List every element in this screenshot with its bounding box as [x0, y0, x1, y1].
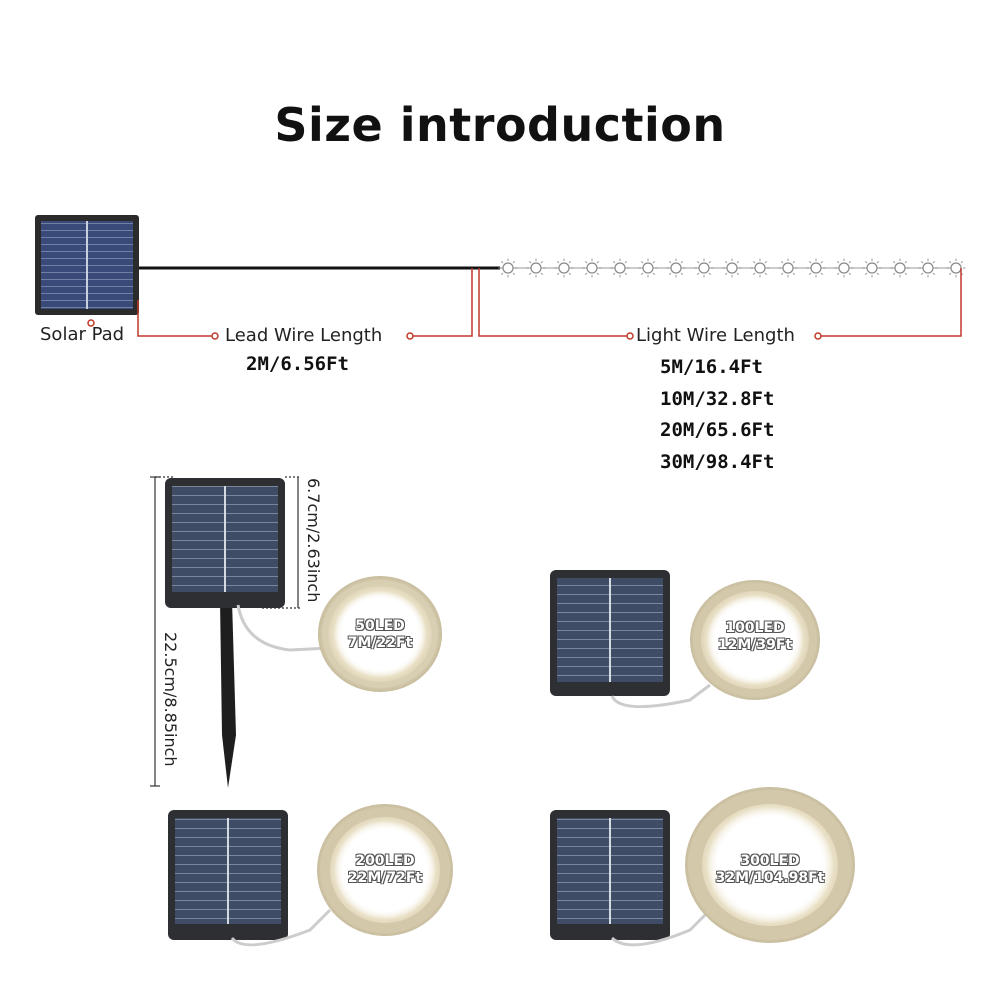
solar-pad-label: Solar Pad: [40, 324, 125, 345]
page-title: Size introduction: [274, 98, 726, 152]
bulb-icon: [526, 258, 546, 278]
product-label-1: 50LED 7M/22Ft: [330, 618, 430, 652]
measure-brackets: [87, 268, 962, 340]
dimension-lines: [150, 476, 300, 787]
light-length: 22M/72Ft: [347, 870, 423, 886]
light-length: 32M/104.98Ft: [715, 870, 825, 886]
light-wire-value: 5M/16.4Ft: [660, 356, 763, 378]
bulb-icon: [862, 258, 882, 278]
light-coil-2: [690, 580, 820, 700]
light-wire-value: 10M/32.8Ft: [660, 387, 775, 410]
wire-diagram: [35, 215, 966, 340]
light-wire-label: Light Wire Length: [636, 325, 795, 346]
bulb-string: [498, 258, 966, 278]
solar-pad-icon: [35, 215, 139, 315]
light-coil-3: [317, 804, 453, 936]
bulb-icon: [890, 258, 910, 278]
bulb-icon: [834, 258, 854, 278]
panel-height-dimension: 6.7cm/2.63inch: [304, 478, 323, 603]
bulb-icon: [694, 258, 714, 278]
bulb-icon: [498, 258, 518, 278]
bulb-icon: [638, 258, 658, 278]
light-length: 12M/39Ft: [717, 637, 793, 653]
led-count: 300LED: [740, 853, 800, 869]
light-length: 7M/22Ft: [347, 635, 413, 651]
bulb-icon: [666, 258, 686, 278]
light-coil-1: [318, 576, 442, 692]
light-wire-value: 30M/98.4Ft: [660, 450, 775, 473]
light-wire-value: 20M/65.6Ft: [660, 419, 775, 441]
product-images: [150, 476, 855, 947]
led-count: 50LED: [355, 618, 405, 634]
solar-panel-3: [168, 810, 332, 947]
total-height-dimension: 22.5cm/8.85inch: [161, 632, 180, 767]
solar-panel-4: [550, 810, 712, 947]
bulb-icon: [554, 258, 574, 278]
light-wire-values: 5M/16.4Ft 10M/32.8Ft 20M/65.6Ft 30M/98.4…: [660, 352, 774, 478]
bulb-icon: [582, 258, 602, 278]
led-count: 200LED: [355, 853, 415, 869]
solar-panel-2: [550, 570, 711, 709]
light-coil-4: [685, 787, 855, 943]
lead-wire-value: 2M/6.56Ft: [246, 353, 349, 375]
led-count: 100LED: [725, 620, 785, 636]
product-label-3: 200LED 22M/72Ft: [335, 853, 435, 887]
bulb-icon: [806, 258, 826, 278]
bulb-icon: [778, 258, 798, 278]
lead-wire-label: Lead Wire Length: [225, 325, 383, 346]
bulb-icon: [722, 258, 742, 278]
product-label-2: 100LED 12M/39Ft: [705, 620, 805, 654]
bulb-icon: [918, 258, 938, 278]
bulb-icon: [750, 258, 770, 278]
bulb-icon: [610, 258, 630, 278]
solar-panel-stake-1: [165, 478, 331, 788]
product-label-4: 300LED 32M/104.98Ft: [700, 853, 840, 887]
